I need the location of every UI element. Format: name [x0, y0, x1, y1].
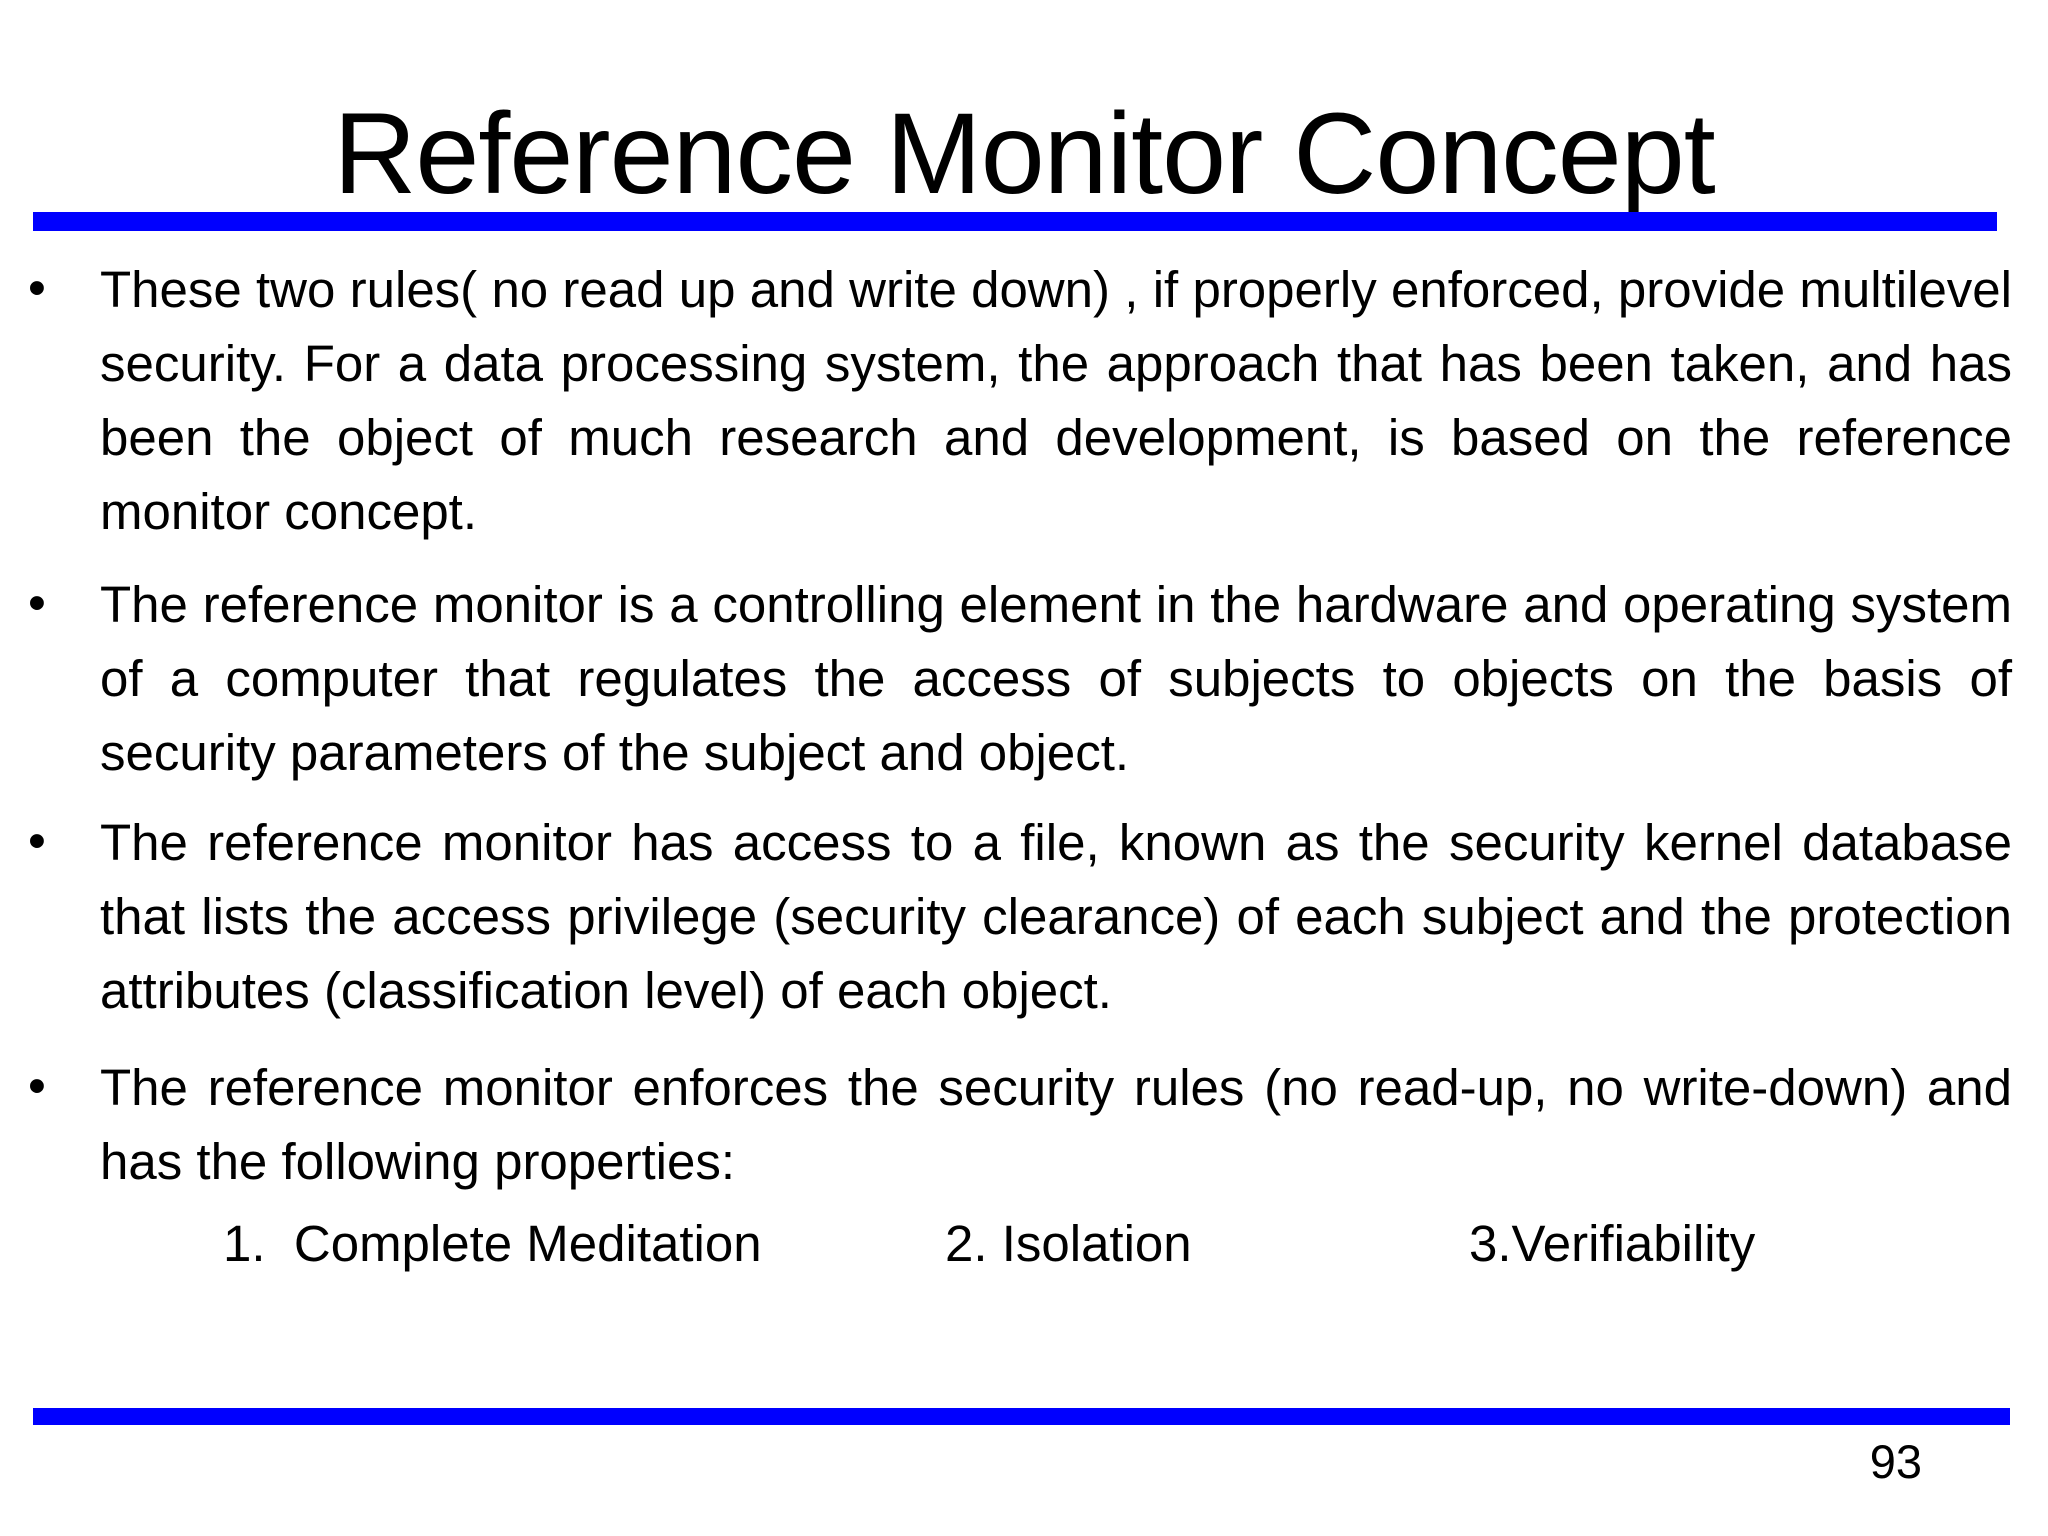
bullet-text: The reference monitor has access to a fi… — [100, 814, 2012, 1019]
bullet-item: • The reference monitor has access to a … — [28, 806, 2012, 1028]
top-divider — [33, 212, 1997, 231]
page-number: 93 — [1869, 1435, 1922, 1488]
bullet-text: The reference monitor is a controlling e… — [100, 576, 2012, 781]
bullet-icon: • — [28, 1057, 46, 1114]
bullet-icon: • — [28, 574, 46, 631]
bottom-divider — [33, 1408, 2010, 1425]
bullet-item: • The reference monitor enforces the sec… — [28, 1051, 2012, 1199]
property-item-verifiability: 3.Verifiability — [1469, 1215, 1756, 1272]
property-item-complete-meditation: 1. Complete Meditation — [223, 1215, 762, 1272]
slide-title: Reference Monitor Concept — [333, 90, 1715, 219]
properties-row: 1. Complete Meditation 2. Isolation 3.Ve… — [0, 1207, 2048, 1281]
bullet-item: • The reference monitor is a controlling… — [28, 568, 2012, 790]
property-item-isolation: 2. Isolation — [945, 1215, 1192, 1272]
bullet-text: These two rules( no read up and write do… — [100, 261, 2012, 540]
bullet-icon: • — [28, 812, 46, 869]
bullet-item: • These two rules( no read up and write … — [28, 253, 2012, 549]
bullet-icon: • — [28, 259, 46, 316]
bullet-text: The reference monitor enforces the secur… — [100, 1059, 2012, 1190]
